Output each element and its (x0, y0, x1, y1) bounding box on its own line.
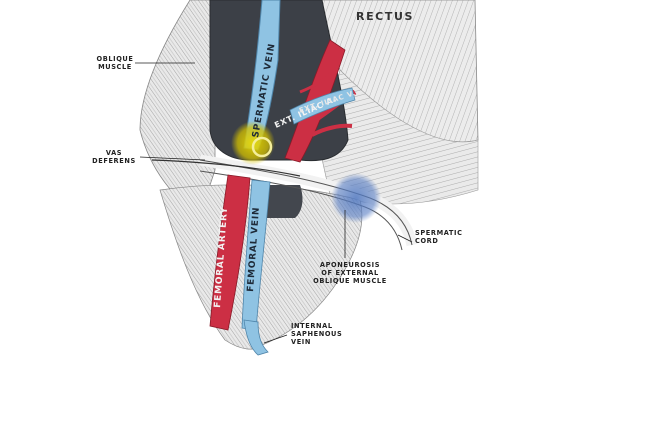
oblique-muscle (139, 0, 216, 216)
label-vas-deferens: VAS DEFERENS (92, 149, 136, 165)
label-rectus: RECTUS (356, 10, 415, 23)
vas-deferens (151, 159, 301, 177)
label-aponeurosis: APONEUROSIS OF EXTERNAL OBLIQUE MUSCLE (313, 261, 387, 285)
femoral-artery (209, 174, 251, 331)
label-internal-saphenous-vein: INTERNAL SAPHENOUS VEIN (291, 322, 343, 346)
label-spermatic-cord: SPERMATIC CORD (415, 229, 463, 245)
blue-marker (331, 173, 381, 223)
label-oblique-muscle: OBLIQUE MUSCLE (96, 55, 134, 71)
leader-lines (135, 62, 413, 344)
ext-iliac-vein (289, 87, 356, 125)
internal-saphenous-vein (243, 319, 269, 356)
